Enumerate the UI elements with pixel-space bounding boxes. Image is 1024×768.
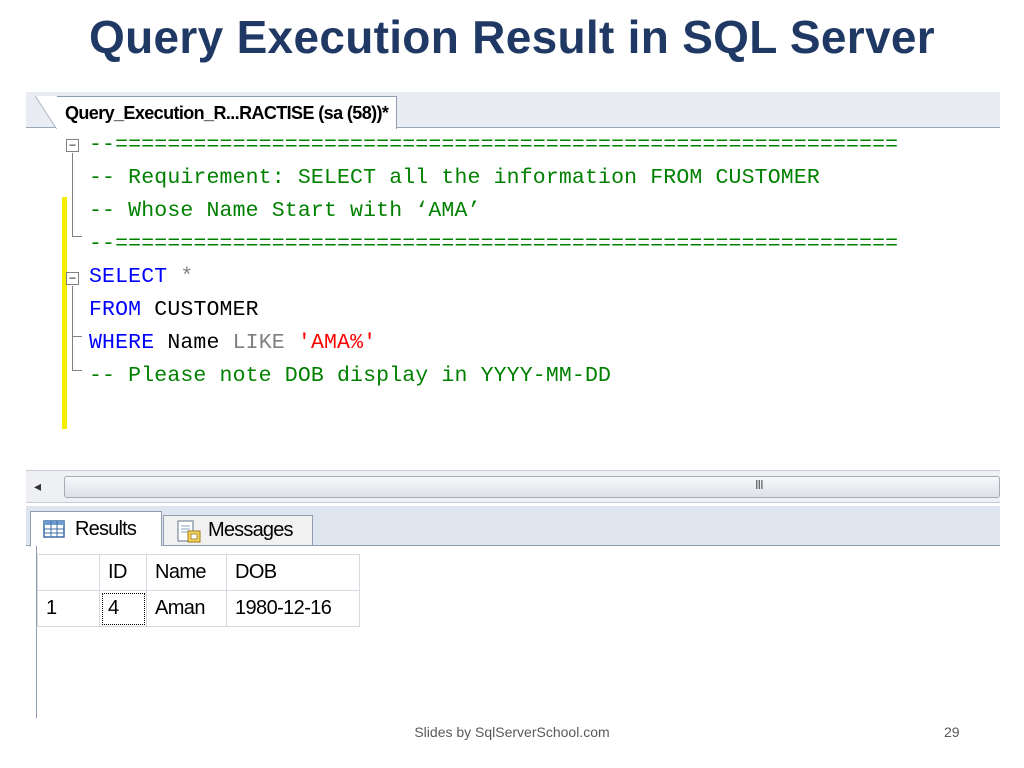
header-row: ID Name DOB xyxy=(37,554,360,591)
editor-margin xyxy=(26,129,62,469)
collapse-comment-icon[interactable]: − xyxy=(66,139,79,152)
collapse-query-icon[interactable]: − xyxy=(66,272,79,285)
grid-icon xyxy=(43,520,65,538)
sql-comment: --======================================… xyxy=(89,133,899,157)
table-row: 1 4 Aman 1980-12-16 xyxy=(37,590,360,627)
scroll-grip-icon: III xyxy=(755,478,764,492)
sql-operator: * xyxy=(180,265,194,289)
query-document-tab[interactable]: Query_Execution_R...RACTISE (sa (58))* xyxy=(34,96,398,130)
results-tabbar: Results Messages xyxy=(26,506,1000,547)
code-line-7: WHERE Name LIKE 'AMA%' xyxy=(89,327,376,360)
sql-comment: -- Requirement: SELECT all the informati… xyxy=(89,166,820,190)
fold-end xyxy=(72,370,82,371)
column-header[interactable]: Name xyxy=(146,554,227,591)
row-header-corner[interactable] xyxy=(37,554,100,591)
code-line-4: --======================================… xyxy=(89,228,898,261)
horizontal-scrollbar[interactable]: ◂ III xyxy=(26,470,1000,503)
slide-footer: Slides by SqlServerSchool.com xyxy=(414,724,610,740)
sql-keyword: SELECT xyxy=(89,265,168,289)
query-editor[interactable]: − − --==================================… xyxy=(26,129,1000,469)
cell-id[interactable]: 4 xyxy=(99,590,147,627)
document-tabstrip: Query_Execution_R...RACTISE (sa (58))* xyxy=(26,92,1000,130)
code-line-6: FROM CUSTOMER xyxy=(89,294,259,327)
results-grid: ID Name DOB 1 4 Aman 1980-12-16 xyxy=(36,546,1000,718)
fold-line xyxy=(72,153,73,236)
ssms-query-window: Query_Execution_R...RACTISE (sa (58))* −… xyxy=(26,92,1000,718)
column-header[interactable]: DOB xyxy=(226,554,360,591)
scroll-thumb[interactable]: III xyxy=(64,476,1000,498)
cell-name[interactable]: Aman xyxy=(146,590,227,627)
sql-comment: -- Please note DOB display in YYYY-MM-DD xyxy=(89,364,612,388)
results-table: ID Name DOB 1 4 Aman 1980-12-16 xyxy=(37,554,360,627)
code-line-1: --======================================… xyxy=(89,129,898,162)
results-pane: Results Messages ID xyxy=(26,506,1000,718)
code-line-8: -- Please note DOB display in YYYY-MM-DD xyxy=(89,360,611,393)
tab-results[interactable]: Results xyxy=(30,511,162,547)
tab-messages[interactable]: Messages xyxy=(163,515,313,546)
scroll-left-icon[interactable]: ◂ xyxy=(34,478,42,494)
sql-keyword: FROM xyxy=(89,298,142,322)
sql-operator: LIKE xyxy=(232,331,285,355)
code-line-2: -- Requirement: SELECT all the informati… xyxy=(89,162,820,195)
fold-line xyxy=(72,286,73,370)
slide-title: Query Execution Result in SQL Server xyxy=(89,11,935,63)
fold-tick xyxy=(72,336,82,337)
row-number[interactable]: 1 xyxy=(37,590,100,627)
tab-messages-label: Messages xyxy=(208,519,294,541)
sql-keyword: WHERE xyxy=(89,331,155,355)
code-line-3: -- Whose Name Start with ‘AMA’ xyxy=(89,195,481,228)
messages-icon xyxy=(177,520,201,543)
sql-string: 'AMA%' xyxy=(297,331,377,355)
change-marker-bar xyxy=(62,197,67,429)
fold-end xyxy=(72,236,82,237)
sql-identifier: CUSTOMER xyxy=(154,298,259,322)
sql-comment: --======================================… xyxy=(89,232,899,256)
cell-dob[interactable]: 1980-12-16 xyxy=(226,590,360,627)
code-line-5: SELECT * xyxy=(89,261,193,294)
column-header[interactable]: ID xyxy=(99,554,147,591)
tab-results-label: Results xyxy=(75,518,137,540)
sql-comment: -- Whose Name Start with ‘AMA’ xyxy=(89,199,481,223)
slide-page-number: 29 xyxy=(944,724,960,740)
sql-identifier: Name xyxy=(167,331,220,355)
